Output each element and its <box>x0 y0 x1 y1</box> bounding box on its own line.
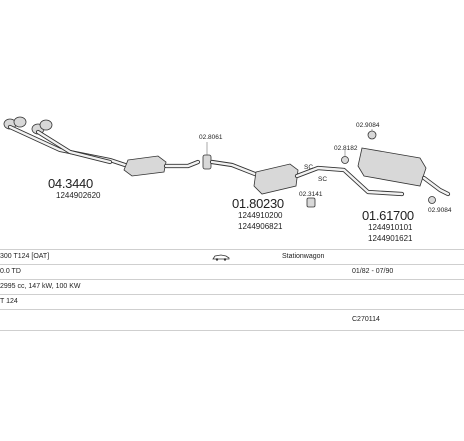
specs-cell: 2995 cc, 147 kW, 100 KW <box>0 283 81 290</box>
rear-silencer <box>357 147 451 197</box>
model-cell: 300 T124 [OAT] <box>0 253 50 260</box>
manifold-flange-right <box>31 119 53 135</box>
rubber-mount-icon <box>428 196 436 204</box>
part-number-01-61700: 01.61700 <box>362 208 414 223</box>
part-number-02-9084: 02.9084 <box>356 122 380 129</box>
front-silencer <box>123 155 201 177</box>
info-row-model: 300 T124 [OAT] Stationwagon <box>0 250 464 265</box>
info-row-engine: 0.0 TD 01/82 - 07/90 <box>0 265 464 280</box>
part-number-04-3440: 04.3440 <box>48 176 93 191</box>
info-row-chassis: T 124 <box>0 295 464 310</box>
rubber-mount-icon <box>367 129 377 140</box>
sc-mark: SC <box>318 176 327 183</box>
info-row-code: C270114 <box>0 310 464 331</box>
car-icon <box>212 254 230 261</box>
chassis-cell: T 124 <box>0 298 18 305</box>
code-cell: C270114 <box>352 316 380 323</box>
part-number-02-8061: 02.8061 <box>199 134 223 141</box>
oe-number: 1244902620 <box>56 191 101 200</box>
sc-mark: SC <box>304 164 313 171</box>
clamp-icon <box>202 142 212 170</box>
oe-number: 1244910200 <box>238 211 283 220</box>
info-row-specs: 2995 cc, 147 kW, 100 KW <box>0 280 464 295</box>
part-number-01-80230: 01.80230 <box>232 196 284 211</box>
years-cell: 01/82 - 07/90 <box>352 268 394 275</box>
oe-number: 1244906821 <box>238 222 283 231</box>
exhaust-system-diagram: 04.3440 1244902620 02.8061 01.80230 1244… <box>3 116 452 243</box>
middle-pipe <box>209 159 263 179</box>
part-number-02-3141: 02.3141 <box>299 191 323 198</box>
front-pipe <box>7 124 131 169</box>
hanger-icon <box>341 150 349 164</box>
oe-number: 1244910101 <box>368 223 413 232</box>
vehicle-info-table: 300 T124 [OAT] Stationwagon 0.0 TD 01/82… <box>0 249 464 331</box>
oe-number: 1244901621 <box>368 234 413 243</box>
engine-cell: 0.0 TD <box>0 268 21 275</box>
part-number-02-8182: 02.8182 <box>334 145 358 152</box>
body-type-cell: Stationwagon <box>282 253 325 260</box>
manifold-flange-left <box>3 116 27 130</box>
middle-silencer <box>253 163 405 197</box>
bracket-icon <box>306 197 316 208</box>
part-number-02-9084: 02.9084 <box>428 207 452 214</box>
